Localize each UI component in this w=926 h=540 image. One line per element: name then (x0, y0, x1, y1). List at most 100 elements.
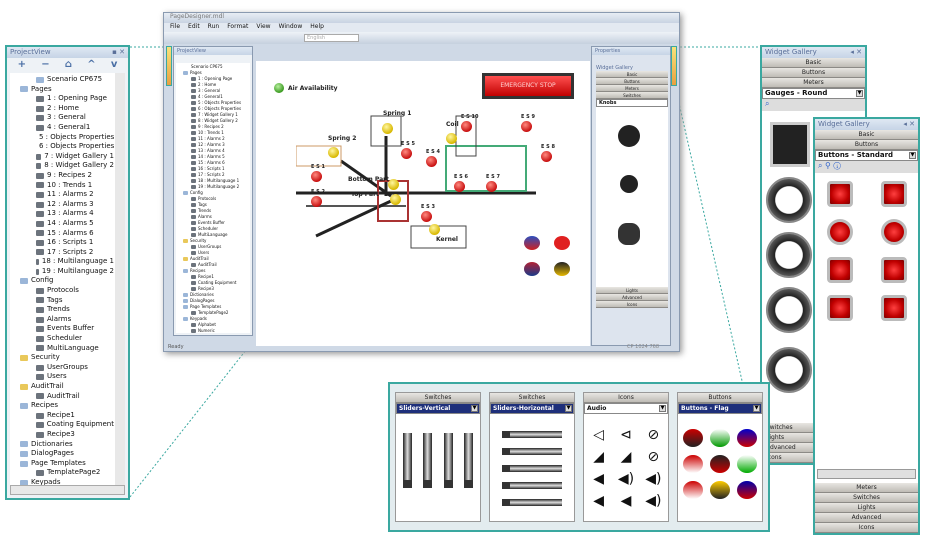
tree-item[interactable]: Config (12, 276, 114, 286)
tree-item[interactable]: Security (177, 238, 249, 244)
language-flag[interactable] (524, 262, 540, 276)
audio-icon[interactable]: ⊘ (647, 427, 660, 443)
horizontal-slider-widget[interactable] (502, 431, 562, 438)
tree-item[interactable]: Page Templates (177, 304, 249, 310)
menu-view[interactable]: View (256, 23, 271, 30)
tree-item[interactable]: Alphabet (177, 322, 249, 328)
strip-header[interactable]: Icons (584, 393, 668, 403)
vertical-slider-widget[interactable] (402, 433, 412, 488)
tree-item[interactable]: Alarms (177, 214, 249, 220)
gallery-tab-basic[interactable]: Basic (815, 130, 918, 140)
menu-help[interactable]: Help (310, 23, 324, 30)
tree-item[interactable]: MultiLanguage (177, 232, 249, 238)
tree-item[interactable]: Recipe3 (12, 430, 114, 440)
gallery-tab-lights[interactable]: Lights (815, 503, 918, 513)
tree-item[interactable]: Page Templates (12, 459, 114, 469)
gauge-widget[interactable] (766, 347, 812, 393)
tree-item[interactable]: 14 : Alarms 5 (12, 219, 114, 229)
red-button-widget[interactable] (881, 181, 907, 207)
gauge-widget[interactable] (766, 287, 812, 333)
tree-item[interactable]: 13 : Alarms 4 (12, 209, 114, 219)
gauge-widget[interactable] (766, 232, 812, 278)
gauge-widget[interactable] (766, 177, 812, 223)
tree-item[interactable]: 15 : Alarms 6 (12, 229, 114, 239)
close-icon[interactable]: ◂ ✕ (903, 120, 915, 128)
menu-file[interactable]: File (170, 23, 181, 30)
tree-item[interactable]: 3 : General (12, 113, 114, 123)
menu-format[interactable]: Format (227, 23, 249, 30)
menu-window[interactable]: Window (278, 23, 303, 30)
close-icon[interactable]: ▪ ✕ (112, 48, 125, 56)
gallery-tab-advanced[interactable]: Advanced (596, 294, 668, 301)
chevron-down-icon[interactable]: ▼ (753, 405, 760, 412)
tree-item[interactable]: Events Buffer (177, 220, 249, 226)
tree-item[interactable]: 11 : Alarms 2 (12, 190, 114, 200)
tree-item[interactable]: Pages (177, 70, 249, 76)
add-icon[interactable]: + (17, 59, 26, 70)
flag-button-widget[interactable] (709, 455, 730, 473)
vertical-slider-widget[interactable] (464, 433, 474, 488)
gallery-tab-buttons[interactable]: Buttons (762, 68, 865, 78)
tree-item[interactable]: 16 : Scripts 1 (177, 166, 249, 172)
knob-widget[interactable] (618, 223, 640, 245)
tree-item[interactable]: Trends (12, 305, 114, 315)
red-button-widget[interactable] (881, 295, 907, 321)
tree-item[interactable]: 14 : Alarms 5 (177, 154, 249, 160)
audio-icon[interactable]: ◁ (593, 427, 605, 443)
category-select[interactable]: Buttons - Standard▼ (815, 150, 918, 161)
tree-item[interactable]: 18 : Multilanguage 1 (12, 257, 114, 267)
tree-item[interactable]: 9 : Recipes 2 (12, 171, 114, 181)
tree-item[interactable]: AuditTrail (177, 262, 249, 268)
tree-item[interactable]: Recipe3 (177, 286, 249, 292)
tree-item[interactable]: 7 : Widget Gallery 1 (177, 112, 249, 118)
strip-header[interactable]: Switches (396, 393, 480, 403)
red-button-widget[interactable] (881, 257, 907, 283)
tree-item[interactable]: 8 : Widget Gallery 2 (177, 118, 249, 124)
move-down-icon[interactable]: v (110, 59, 118, 70)
tree-item[interactable]: UserGroups (177, 244, 249, 250)
tree-item[interactable]: 19 : Multilanguage 2 (177, 184, 249, 190)
language-flag[interactable] (524, 236, 540, 250)
tree-item[interactable]: AuditTrail (177, 256, 249, 262)
flag-button-widget[interactable] (682, 481, 703, 499)
category-select[interactable]: Audio▼ (584, 403, 668, 414)
horizontal-slider-widget[interactable] (502, 448, 562, 455)
chevron-down-icon[interactable]: ▼ (909, 152, 916, 159)
audio-icon[interactable]: ◀) (645, 493, 662, 509)
gallery-tab-basic[interactable]: Basic (596, 71, 668, 78)
red-button-widget[interactable] (827, 181, 853, 207)
tree-item[interactable]: 11 : Alarms 2 (177, 136, 249, 142)
horizontal-slider-widget[interactable] (502, 499, 562, 506)
properties-icon[interactable]: ⌂ (64, 59, 72, 70)
horizontal-slider-widget[interactable] (502, 482, 562, 489)
audio-icon[interactable]: ◀ (620, 493, 632, 509)
chevron-down-icon[interactable]: ▼ (471, 405, 478, 412)
audio-icon[interactable]: ◢ (593, 449, 605, 465)
tree-item[interactable]: Alarms (12, 315, 114, 325)
remove-icon[interactable]: − (41, 59, 50, 70)
tree-item[interactable]: Config (177, 190, 249, 196)
chevron-down-icon[interactable]: ▼ (659, 405, 666, 412)
tree-item[interactable]: Dictionaries (177, 292, 249, 298)
tree-item[interactable]: DialogPages (177, 298, 249, 304)
gallery-tab-buttons[interactable]: Buttons (815, 140, 918, 150)
gallery-tab-meters[interactable]: Meters (762, 78, 865, 88)
flag-button-widget[interactable] (709, 429, 730, 447)
gallery-tab-icons[interactable]: Icons (596, 301, 668, 308)
gallery-tab-switches[interactable]: Switches (596, 92, 668, 99)
tree-item[interactable]: MultiLanguage (12, 344, 114, 354)
chevron-down-icon[interactable]: ▼ (565, 405, 572, 412)
tree-item[interactable]: Recipe1 (12, 411, 114, 421)
category-select[interactable]: Sliders-Vertical▼ (396, 403, 480, 414)
gallery-tab-meters[interactable]: Meters (815, 483, 918, 493)
tree-item[interactable]: 10 : Trends 1 (177, 130, 249, 136)
horizontal-scrollbar[interactable] (817, 469, 916, 479)
audio-icon[interactable]: ◀) (645, 471, 662, 487)
vertical-slider-widget[interactable] (423, 433, 433, 488)
tree-item[interactable]: Keypads (177, 316, 249, 322)
flag-button-widget[interactable] (737, 455, 758, 473)
gallery-tab-lights[interactable]: Lights (596, 287, 668, 294)
tree-item[interactable]: 13 : Alarms 4 (177, 148, 249, 154)
language-select[interactable]: English (304, 34, 359, 42)
tree-item[interactable]: Pages (12, 85, 114, 95)
